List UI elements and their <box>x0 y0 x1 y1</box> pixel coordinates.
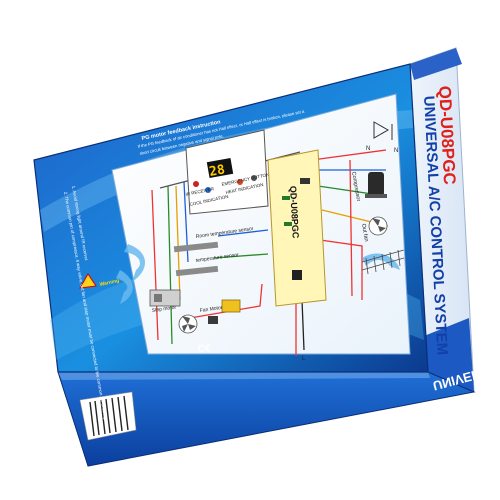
pcb-model-label: QD-U08PGC <box>288 186 301 239</box>
cool-indicator-led <box>205 187 211 193</box>
barcode <box>79 391 137 441</box>
warning-triangle <box>79 273 97 289</box>
ir-receiver-label: IR RECEIVER <box>185 186 215 197</box>
compressor-label: Compressor <box>350 171 361 202</box>
relay-block <box>208 299 241 324</box>
outdoor-fan <box>368 216 388 236</box>
pipe-temperature-sensor <box>175 265 219 277</box>
power-l-label: L <box>302 356 306 362</box>
power-n-label-2: N <box>394 148 398 154</box>
fan-motor-label: Fan Motor <box>199 305 223 314</box>
four-way-valve <box>373 121 393 140</box>
step-motor-label: Step motor <box>151 305 176 314</box>
out-fan-label: Out fan <box>360 223 369 242</box>
compressor <box>365 172 387 198</box>
power-n-label: N <box>366 146 370 152</box>
display-digits: 28 <box>208 162 226 180</box>
emergency-button <box>251 175 257 181</box>
heat-exchanger-grille <box>361 249 405 275</box>
step-motor <box>149 289 181 307</box>
warning-label: Warning <box>99 278 120 288</box>
airflow-arrows-left <box>116 244 146 304</box>
ce-mark: C€ <box>197 343 211 355</box>
box-side-face <box>409 47 475 393</box>
control-board <box>267 149 327 307</box>
heat-indicator-led <box>237 179 243 185</box>
ir-receiver-led <box>193 181 199 187</box>
room-temperature-sensor <box>173 241 219 253</box>
fan-motor <box>178 314 198 334</box>
display-panel <box>185 129 269 215</box>
